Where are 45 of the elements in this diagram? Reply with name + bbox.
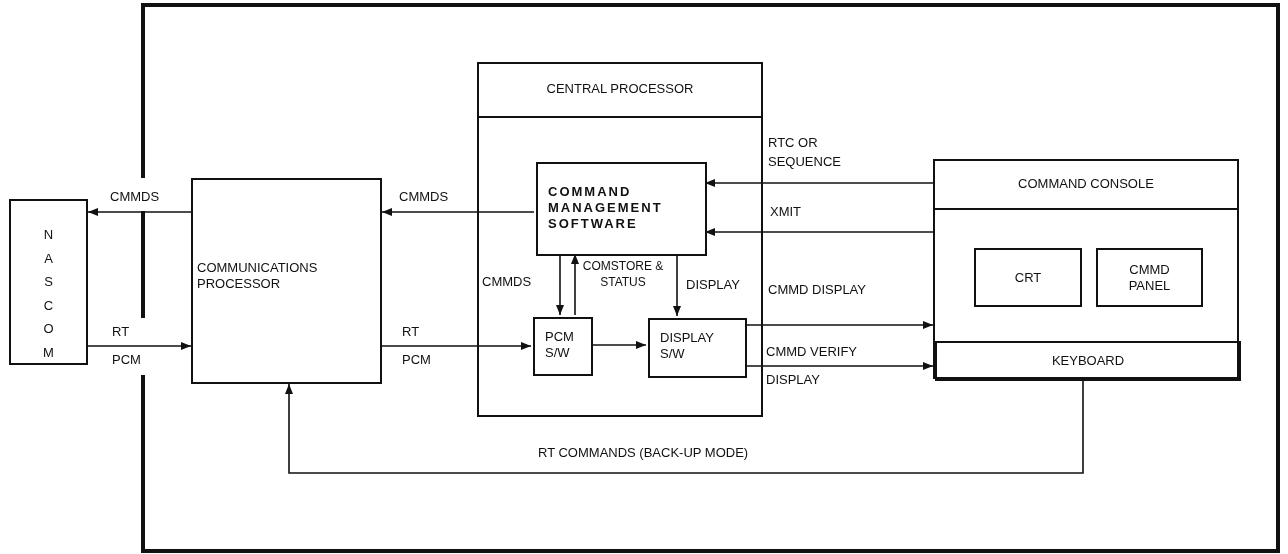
edge-label: XMIT (770, 203, 803, 221)
arrow (381, 208, 535, 216)
node-label: CMMD PANEL (1127, 261, 1172, 294)
arrow (87, 208, 192, 216)
keyboard-box (935, 341, 1241, 381)
arrow (590, 341, 647, 349)
node-label: COMMAND CONSOLE (1018, 175, 1154, 192)
arrow (744, 321, 934, 329)
system-box (9, 199, 88, 365)
process-container (477, 62, 763, 417)
arrow (704, 179, 934, 187)
edge-label: RTC OR SEQUENCE (768, 134, 842, 171)
arrow (556, 253, 564, 316)
edge-label: CMMDS (110, 188, 161, 206)
panel-box (1096, 248, 1203, 307)
arrow (285, 378, 1084, 474)
process-box (191, 178, 382, 384)
node-label: KEYBOARD (1051, 353, 1125, 369)
node-label: DISPLAY S/W (660, 330, 715, 362)
edge-label: RT PCM (402, 323, 432, 369)
software-box (536, 162, 707, 256)
display-box (974, 248, 1082, 307)
edge-label: COMSTORE & STATUS (582, 258, 664, 290)
node-label: COMMAND MANAGEMENT SOFTWARE (548, 184, 664, 232)
arrow (381, 342, 532, 350)
node-label: PCM S/W (545, 329, 575, 361)
node-label: COMMUNICATIONS PROCESSOR (197, 260, 319, 292)
arrow (571, 253, 579, 316)
edge-label: CMMDS (399, 188, 450, 206)
console-container (933, 159, 1239, 379)
edge-label: CMMD VERIFY DISPLAY (766, 343, 858, 389)
edge-label: DISPLAY (686, 276, 741, 294)
arrow (744, 362, 934, 370)
software-box (648, 318, 747, 378)
arrow (673, 253, 681, 317)
software-box (533, 317, 593, 376)
edge-label: RT COMMANDS (BACK-UP MODE) (538, 444, 750, 462)
node-label: CRT (1014, 269, 1042, 286)
node-label: CENTRAL PROCESSOR (546, 81, 694, 97)
arrow (87, 342, 192, 350)
node-label: NASCOM (42, 226, 55, 362)
edge-label: CMMDS (482, 273, 533, 291)
edge-label: RT PCM (112, 323, 142, 369)
arrow (704, 228, 934, 236)
edge-label: CMMD DISPLAY (768, 281, 867, 299)
